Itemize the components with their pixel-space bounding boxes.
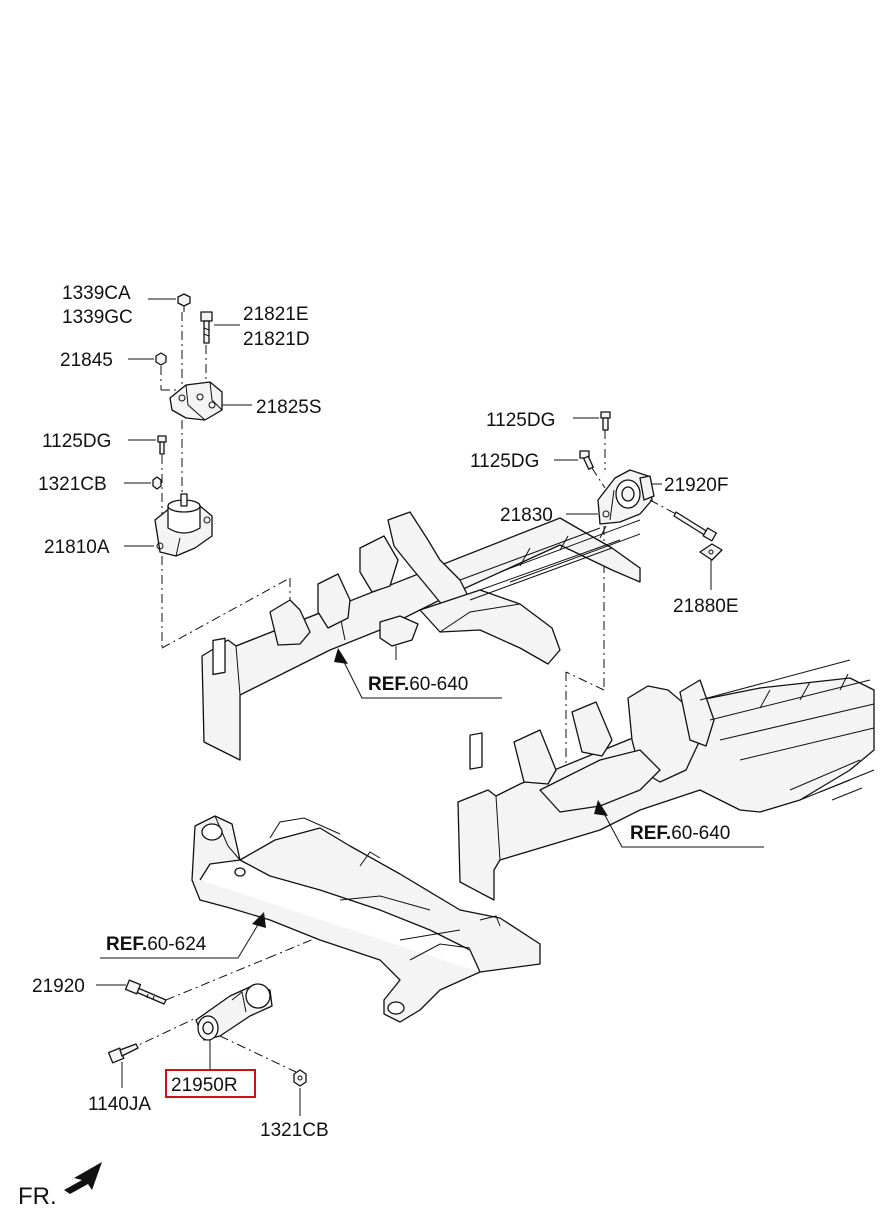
label-1339ca[interactable]: 1339CA <box>62 283 131 304</box>
label-21845[interactable]: 21845 <box>60 350 113 371</box>
ref-leader-2 <box>594 800 764 848</box>
label-21825s[interactable]: 21825S <box>256 397 322 418</box>
label-21920[interactable]: 21920 <box>32 976 85 997</box>
transmission-mount-assembly-right <box>554 411 723 770</box>
engine-mount-assembly-left <box>124 293 291 649</box>
bolt-1140ja[interactable] <box>107 1043 139 1064</box>
front-side-member-lower <box>457 659 875 901</box>
label-21821e[interactable]: 21821E <box>243 304 309 325</box>
label-21880e[interactable]: 21880E <box>673 596 739 617</box>
bolt-21821e[interactable] <box>200 311 213 344</box>
label-21920f[interactable]: 21920F <box>664 475 728 496</box>
label-21810a[interactable]: 21810A <box>44 537 110 558</box>
label-1125dg-right-top[interactable]: 1125DG <box>486 410 555 431</box>
ref-leader-3 <box>100 912 266 959</box>
roll-rod-assembly <box>96 937 317 1116</box>
label-1339gc[interactable]: 1339GC <box>62 307 133 328</box>
front-direction-marker: FR. <box>18 1162 102 1210</box>
sub-frame <box>191 815 541 1023</box>
nut-1321cb-left[interactable] <box>152 476 162 490</box>
label-1125dg-left[interactable]: 1125DG <box>42 431 111 452</box>
front-arrow-icon <box>64 1162 102 1194</box>
nut-1321cb-lower[interactable] <box>293 1069 307 1087</box>
bracket-21825s[interactable] <box>169 381 223 421</box>
label-1321cb-left[interactable]: 1321CB <box>38 474 107 495</box>
label-1321cb-lower[interactable]: 1321CB <box>260 1120 329 1141</box>
bolt-1125dg-left[interactable] <box>157 435 167 455</box>
insulator-21920f[interactable] <box>615 475 655 509</box>
engine-mount-21810a[interactable] <box>154 493 213 557</box>
clip-21880e[interactable] <box>699 543 723 561</box>
highlight-box-21950r <box>165 1069 256 1098</box>
label-21950r[interactable]: 21950R <box>171 1075 238 1096</box>
nut-21845[interactable] <box>155 352 167 366</box>
front-label: FR. <box>18 1183 57 1210</box>
bolt-1125dg-right-mid[interactable] <box>579 450 594 470</box>
ref-label-1[interactable]: REF.60-640 <box>368 674 468 695</box>
ref-leader-1 <box>334 648 502 699</box>
nut-1339ca[interactable] <box>177 293 191 312</box>
bolt-1125dg-right-top[interactable] <box>600 411 611 431</box>
front-side-member-upper <box>201 511 641 761</box>
label-1125dg-right-mid[interactable]: 1125DG <box>470 451 539 472</box>
bolt-21920[interactable] <box>124 979 167 1005</box>
label-21830[interactable]: 21830 <box>500 505 553 526</box>
label-1140ja[interactable]: 1140JA <box>88 1094 151 1115</box>
roll-mount-21950r[interactable] <box>195 983 273 1041</box>
bolt-long-right[interactable] <box>673 511 717 542</box>
label-21821d[interactable]: 21821D <box>243 329 310 350</box>
ref-label-3[interactable]: REF.60-624 <box>106 934 207 955</box>
ref-label-2[interactable]: REF.60-640 <box>630 823 730 844</box>
